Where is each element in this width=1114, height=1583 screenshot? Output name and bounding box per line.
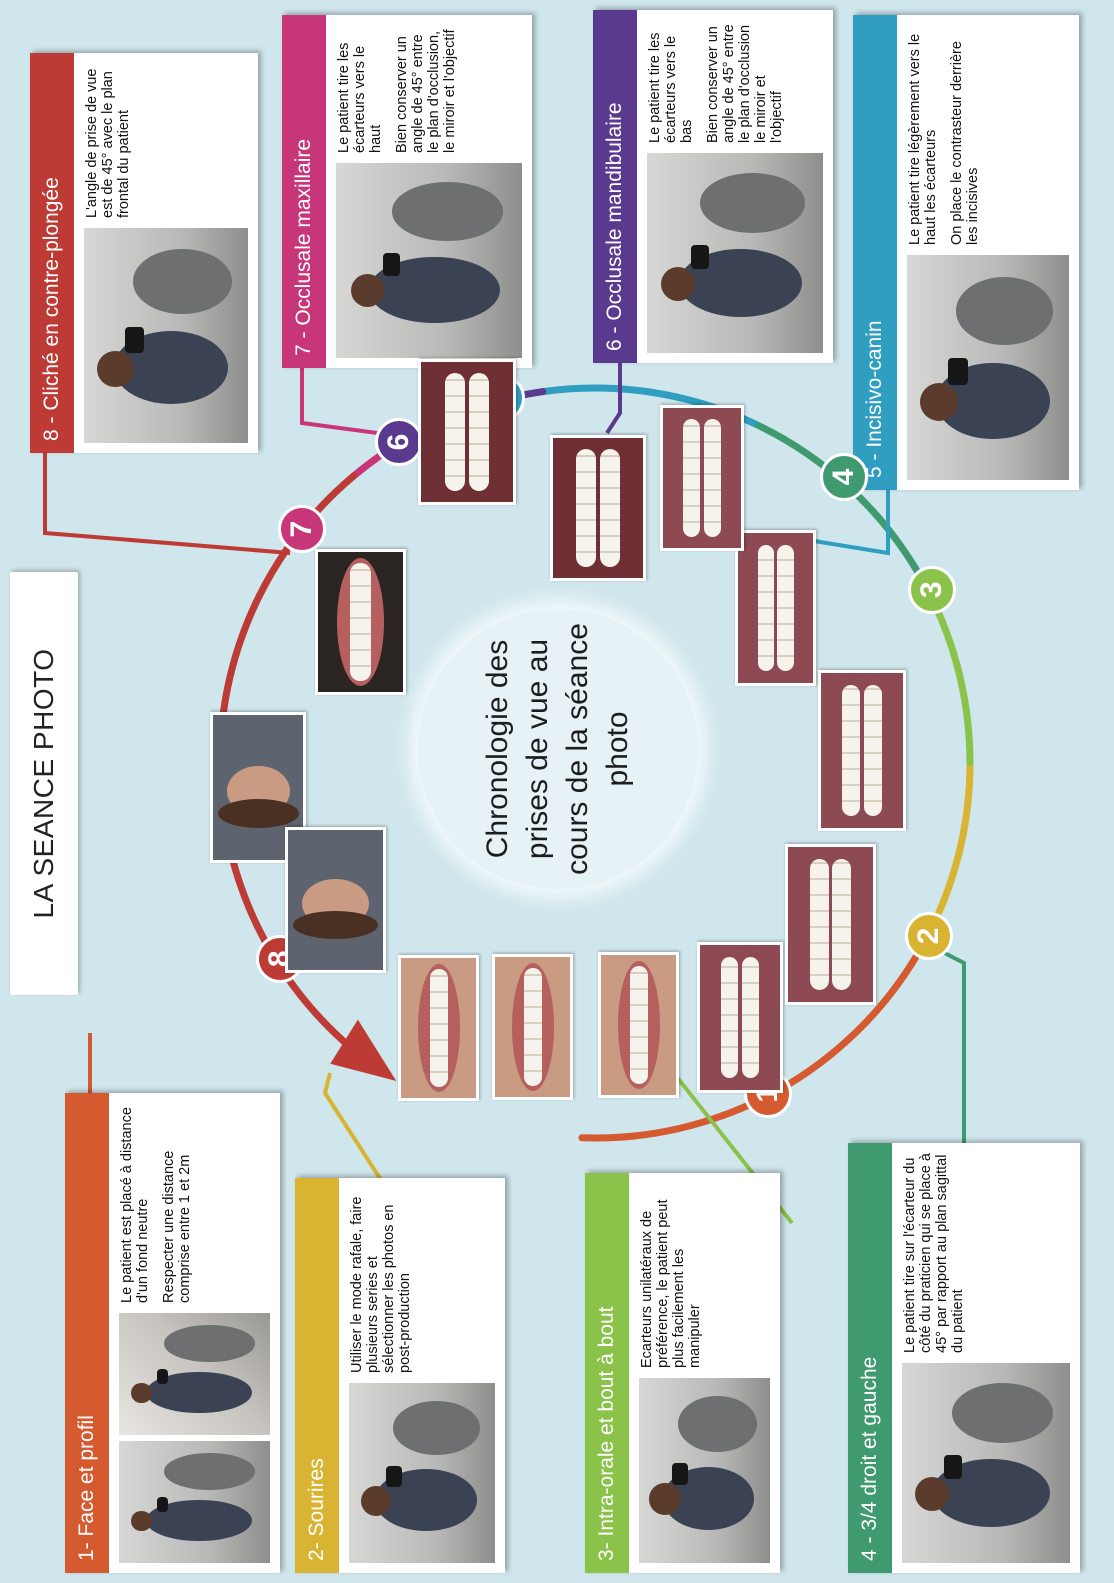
center-caption-circle: Chronologie des prises de vue au cours d… bbox=[418, 609, 698, 889]
smile-thumbnail bbox=[398, 955, 479, 1101]
step-card-description: Ecarteurs unilatéraux de préférence, le … bbox=[639, 1183, 713, 1368]
step-badge-number: 3 bbox=[915, 581, 949, 599]
description-paragraph: Le patient tire légèrement vers le haut … bbox=[907, 33, 939, 245]
portrait-thumbnail bbox=[285, 827, 386, 973]
description-paragraph: On place le contrasteur derrière les inc… bbox=[949, 41, 981, 245]
occlusal-thumbnail bbox=[550, 435, 646, 581]
teeth-thumbnail bbox=[697, 942, 783, 1093]
step-badge-number: 7 bbox=[285, 520, 319, 538]
step-card-title: 6 - Occlusale mandibulaire bbox=[593, 10, 637, 363]
step-card-1: 1- Face et profil Le patient est placé à … bbox=[65, 1093, 280, 1573]
description-paragraph: Le patient est placé à distance d'un fon… bbox=[119, 1107, 151, 1303]
step-card-title: 5 - Incisivo-canin bbox=[853, 15, 897, 490]
step-badge-number: 6 bbox=[382, 433, 416, 451]
step-card-description: Le patient tire sur l'écarteur du côté d… bbox=[902, 1153, 976, 1353]
timeline-arrowhead bbox=[330, 1019, 397, 1082]
description-paragraph: Respecter une distance comprise entre 1 … bbox=[161, 1150, 193, 1303]
teeth-thumbnail bbox=[660, 405, 744, 551]
step-card-description: Le patient tire légèrement vers le haut … bbox=[907, 25, 991, 245]
step-4-scene-photo bbox=[902, 1363, 1070, 1563]
step1-arc bbox=[578, 1111, 727, 1142]
description-paragraph: Le patient tire les écarteurs vers le ha… bbox=[336, 42, 384, 153]
step-3-scene-photo bbox=[639, 1378, 770, 1563]
step-card-title: 1- Face et profil bbox=[65, 1093, 109, 1573]
description-paragraph: L'angle de prise de vue est de 45° avec … bbox=[84, 68, 132, 219]
step-badge-3: 3 bbox=[908, 565, 957, 614]
step-6-scene-photo bbox=[647, 153, 823, 353]
smile-thumbnail bbox=[492, 954, 573, 1100]
description-paragraph: Bien conserver un angle de 45° entre le … bbox=[705, 24, 785, 143]
description-paragraph: Bien conserver un angle de 45° entre le … bbox=[394, 29, 458, 153]
description-paragraph: Ecarteurs unilatéraux de préférence, le … bbox=[639, 1199, 703, 1368]
step-connector-6 bbox=[605, 363, 622, 435]
step-card-description: Le patient tire les écarteurs vers le ha… bbox=[336, 25, 468, 153]
step-card-description: Le patient tire les écarteurs vers le ba… bbox=[647, 20, 795, 143]
step-card-description: Le patient est placé à distance d'un fon… bbox=[119, 1103, 203, 1303]
step-card-title: 2- Sourires bbox=[295, 1178, 339, 1573]
step-badge-2: 2 bbox=[905, 912, 954, 961]
step-badge-number: 4 bbox=[827, 468, 861, 486]
step-card-title: 3- Intra-orale et bout à bout bbox=[585, 1173, 629, 1573]
step-card-description: L'angle de prise de vue est de 45° avec … bbox=[84, 63, 142, 219]
smile-thumbnail bbox=[598, 952, 679, 1098]
step-connector-8 bbox=[43, 453, 291, 555]
step-badge-4: 4 bbox=[820, 452, 869, 501]
step-7-scene-photo bbox=[336, 163, 522, 358]
description-paragraph: Le patient tire les écarteurs vers le ba… bbox=[647, 32, 695, 143]
center-caption: Chronologie des prises de vue au cours d… bbox=[481, 623, 634, 875]
page-title: LA SEANCE PHOTO bbox=[10, 572, 78, 995]
step-badge-number: 2 bbox=[912, 927, 946, 945]
step-5-scene-photo bbox=[907, 255, 1069, 480]
step-card-5: 5 - Incisivo-canin Le patient tire légère… bbox=[853, 15, 1079, 490]
teeth-thumbnail bbox=[818, 670, 906, 831]
step-card-description: Utiliser le mode rafale, faire plusieurs… bbox=[349, 1188, 423, 1374]
teeth-thumbnail bbox=[785, 844, 876, 1005]
step-connector-2 bbox=[322, 1072, 385, 1185]
step-8-scene-photo bbox=[84, 228, 248, 443]
step-badge-6: 6 bbox=[375, 417, 424, 466]
step-2-scene-photo bbox=[349, 1383, 495, 1563]
description-paragraph: Utiliser le mode rafale, faire plusieurs… bbox=[349, 1196, 413, 1374]
step-1-scene-photo bbox=[119, 1313, 270, 1435]
occlusal-thumbnail bbox=[418, 359, 516, 505]
description-paragraph: Le patient tire sur l'écarteur du côté d… bbox=[902, 1153, 966, 1353]
teeth-thumbnail bbox=[735, 530, 816, 686]
step-card-title: 4 - 3/4 droit et gauche bbox=[848, 1143, 892, 1573]
step-card-title: 7 - Occlusale maxillaire bbox=[282, 15, 326, 368]
lip-thumbnail bbox=[315, 549, 406, 695]
step-card-title: 8 - Cliché en contre-plongée bbox=[30, 53, 74, 453]
step-1-scene-photo bbox=[119, 1441, 270, 1563]
